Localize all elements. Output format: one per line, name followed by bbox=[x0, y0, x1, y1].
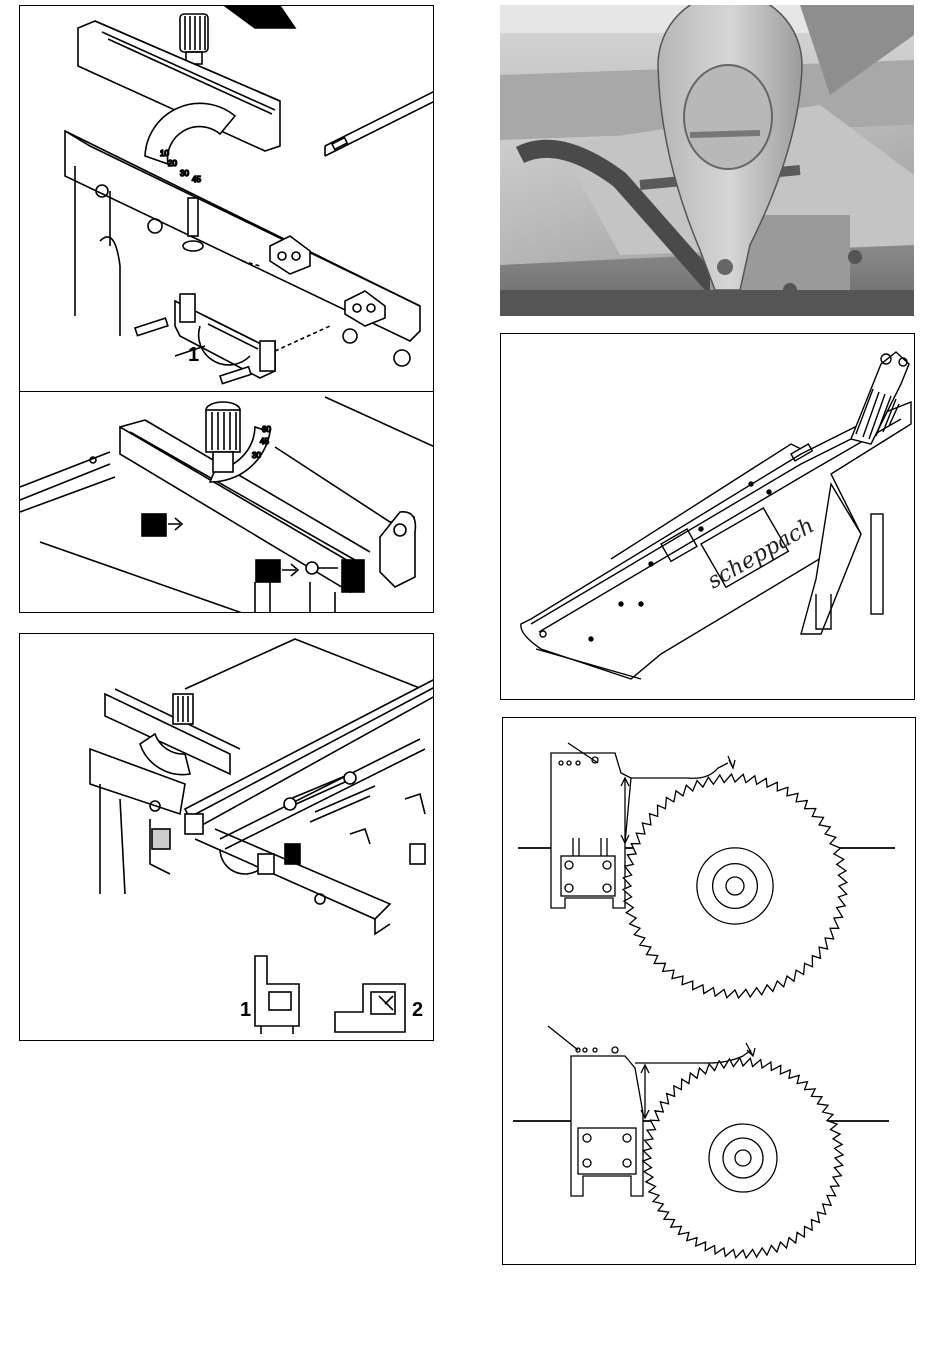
riving-knife-lower bbox=[571, 1056, 643, 1196]
profile-2-label: 2 bbox=[412, 999, 423, 1021]
svg-text:20: 20 bbox=[168, 159, 177, 168]
svg-text:45: 45 bbox=[260, 437, 269, 446]
knob-icon bbox=[173, 694, 193, 724]
protractor bbox=[145, 103, 235, 164]
screw-icon bbox=[220, 367, 251, 384]
profile-1-icon bbox=[255, 956, 299, 1034]
figure-blade-guard: scheppach bbox=[500, 333, 915, 700]
screw-icon bbox=[135, 318, 168, 335]
marker-square bbox=[142, 514, 166, 536]
setting-upper bbox=[518, 743, 895, 998]
svg-text:30: 30 bbox=[180, 169, 189, 178]
setting-lower bbox=[513, 1026, 889, 1258]
profile-2-icon bbox=[335, 984, 405, 1032]
figure-riving-knife-setting bbox=[502, 717, 916, 1265]
saw-blade bbox=[643, 1058, 843, 1258]
saw-blade bbox=[623, 774, 847, 998]
svg-text:10: 10 bbox=[160, 149, 169, 158]
marker-square bbox=[256, 560, 280, 582]
profile-1-label: 1 bbox=[240, 999, 251, 1021]
svg-text:30: 30 bbox=[252, 451, 261, 460]
figure-riving-knife-photo bbox=[500, 5, 914, 316]
table-corner-shape bbox=[225, 6, 295, 28]
svg-text:45: 45 bbox=[192, 175, 201, 184]
svg-text:60: 60 bbox=[262, 425, 271, 434]
figure-fence-detail: 30 45 60 bbox=[19, 391, 434, 613]
knob-icon bbox=[180, 14, 208, 64]
end-cap bbox=[342, 560, 364, 592]
knob-icon bbox=[206, 402, 240, 472]
callout-1: 1 bbox=[188, 344, 199, 366]
figure-fence-profiles: 1 2 bbox=[19, 633, 434, 1041]
